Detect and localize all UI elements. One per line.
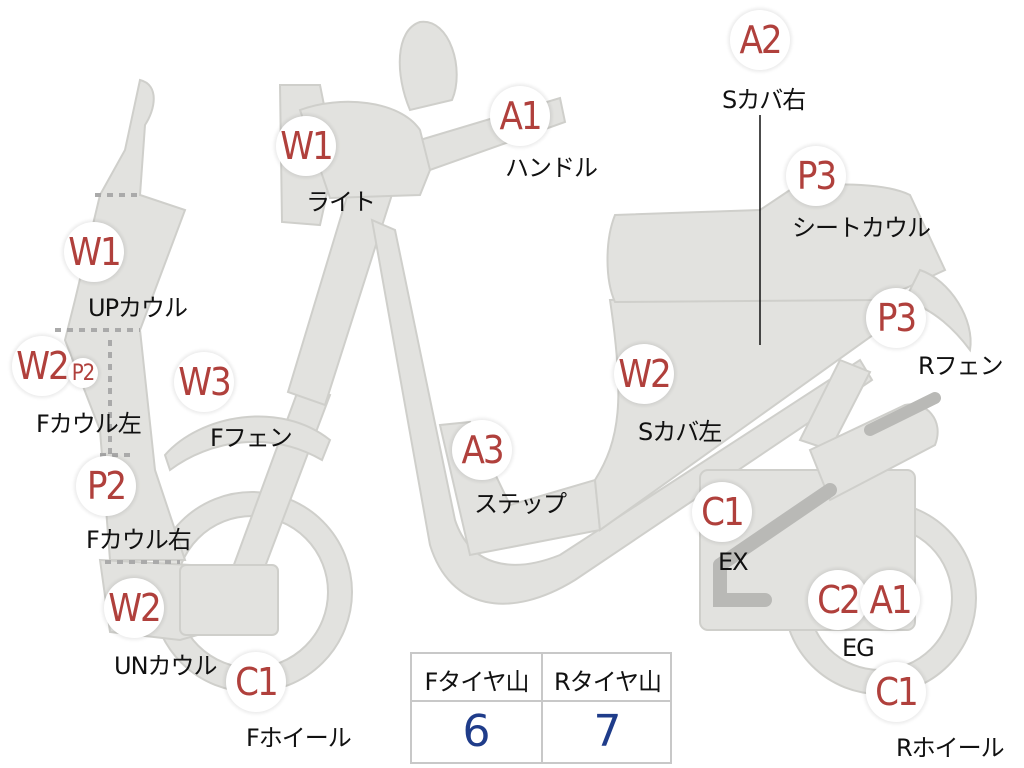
label-exhaust: EX — [718, 548, 749, 576]
upper-body — [298, 100, 432, 200]
label-up-cowl: UPカウル — [88, 294, 188, 322]
code-p2-small: P2 — [71, 360, 96, 386]
mirror — [398, 20, 458, 112]
marker-c1-ex: C1 — [692, 482, 752, 542]
table-divider — [541, 654, 543, 762]
front-lower-box — [179, 564, 279, 636]
marker-w3-ffen: W3 — [174, 352, 234, 412]
section-separators — [55, 193, 180, 564]
rear-tire-value: 7 — [593, 706, 622, 757]
label-front-fender: Fフェン — [210, 424, 293, 452]
code-c2-eg: C2 — [817, 578, 861, 622]
seat — [606, 183, 947, 304]
rear-arm — [864, 392, 941, 436]
code-w2-scover-left: W2 — [618, 352, 672, 396]
air-box — [808, 403, 939, 502]
front-tire-header: Fタイヤ山 — [424, 668, 529, 696]
marker-c2-eg: C2 — [808, 570, 868, 630]
label-engine: EG — [842, 634, 875, 662]
label-front-wheel: Fホイール — [246, 724, 352, 752]
code-p3-seat: P3 — [796, 154, 837, 198]
code-c1-ex: C1 — [701, 490, 745, 534]
code-a1-handle: A1 — [499, 94, 542, 138]
code-w3-ffen: W3 — [178, 360, 232, 404]
code-w1-light: W1 — [280, 124, 334, 168]
code-p3-rfen: P3 — [876, 296, 917, 340]
label-side-cover-left: Sカバ左 — [638, 418, 722, 446]
rear-tire-header: Rタイヤ山 — [554, 668, 662, 696]
label-front-cowl-right: Fカウル右 — [86, 526, 192, 554]
marker-a1-handle: A1 — [490, 86, 550, 146]
code-w2-uncowl: W2 — [108, 586, 162, 630]
exhaust-pipe — [713, 483, 837, 607]
label-scover-right: Sカバ右 — [722, 86, 806, 114]
code-a3-step: A3 — [461, 428, 504, 472]
label-rear-wheel: Rホイール — [896, 734, 1005, 762]
code-p2-fcowl-right: P2 — [86, 464, 127, 508]
marker-a3-step: A3 — [452, 420, 512, 480]
marker-p2-small: P2 — [68, 358, 98, 388]
marker-w1-upcowl: W1 — [64, 222, 124, 282]
label-front-cowl-left: Fカウル左 — [36, 410, 142, 438]
label-handle: ハンドル — [505, 154, 598, 182]
marker-w2-scover-left: W2 — [614, 344, 674, 404]
code-a2: A2 — [739, 18, 782, 62]
front-fender — [163, 415, 332, 472]
marker-a2: A2 — [730, 10, 790, 70]
marker-w2-uncowl: W2 — [104, 578, 164, 638]
code-w2-fcowl-left: W2 — [16, 344, 70, 388]
marker-w1-light: W1 — [276, 116, 336, 176]
label-light: ライト — [306, 188, 376, 216]
code-c1-rwheel: C1 — [875, 670, 919, 714]
tire-tread-table: Fタイヤ山 Rタイヤ山 6 7 — [410, 652, 672, 764]
label-seat-cowl: シートカウル — [792, 214, 931, 242]
code-a1-eg: A1 — [869, 578, 912, 622]
marker-p3-rfen: P3 — [866, 288, 926, 348]
marker-c1-rwheel: C1 — [866, 662, 926, 722]
label-rear-fender: Rフェン — [918, 352, 1004, 380]
code-w1-upcowl: W1 — [68, 230, 122, 274]
side-cover — [593, 283, 881, 532]
marker-p2-fcowl-right: P2 — [76, 456, 136, 516]
front-tire-value: 6 — [462, 706, 491, 757]
marker-w2-fcowl-left: W2 — [12, 336, 72, 396]
marker-p3-seat: P3 — [786, 146, 846, 206]
label-under-cowl: UNカウル — [114, 652, 218, 680]
front-cowl — [63, 78, 187, 561]
label-step: ステップ — [474, 490, 567, 518]
marker-c1-fwheel: C1 — [226, 652, 286, 712]
code-c1-fwheel: C1 — [235, 660, 279, 704]
marker-a1-eg: A1 — [860, 570, 920, 630]
